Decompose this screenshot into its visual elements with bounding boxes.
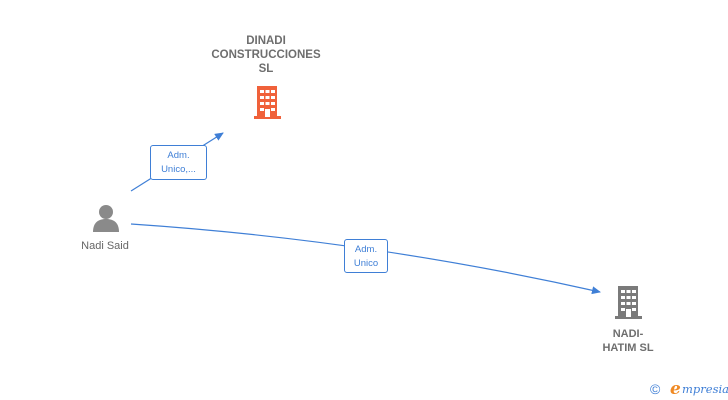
copyright-icon: © — [650, 381, 661, 397]
main-company-line-1: DINADI — [246, 35, 286, 47]
edge-label-adm-unico-1[interactable]: Adm. Unico,... — [150, 145, 207, 180]
edge-label-line: Unico,... — [161, 164, 196, 175]
person-icon[interactable] — [91, 203, 121, 233]
brand-initial: e — [670, 379, 681, 399]
person-name[interactable]: Nadi Said — [81, 240, 129, 252]
building-icon[interactable] — [252, 84, 283, 120]
brand-logo: © e mpresia — [648, 379, 728, 400]
second-company-line-1: NADI- — [612, 328, 644, 340]
edge-label-line: Adm. — [167, 150, 190, 161]
building-icon[interactable] — [613, 284, 644, 320]
edge-label-line: Adm. — [354, 244, 378, 255]
main-company-line-2: CONSTRUCCIONES — [211, 49, 321, 61]
second-company-line-2: HATIM SL — [602, 342, 654, 354]
edge-label-line: Unico — [353, 258, 379, 269]
second-company-label[interactable]: NADI- HATIM SL — [588, 327, 668, 355]
edge-label-adm-unico-2[interactable]: Adm. Unico — [344, 239, 388, 273]
main-company-line-3: SL — [258, 63, 274, 75]
brand-word: mpresia — [682, 382, 728, 396]
main-company-label[interactable]: DINADI CONSTRUCCIONES SL — [196, 34, 336, 76]
